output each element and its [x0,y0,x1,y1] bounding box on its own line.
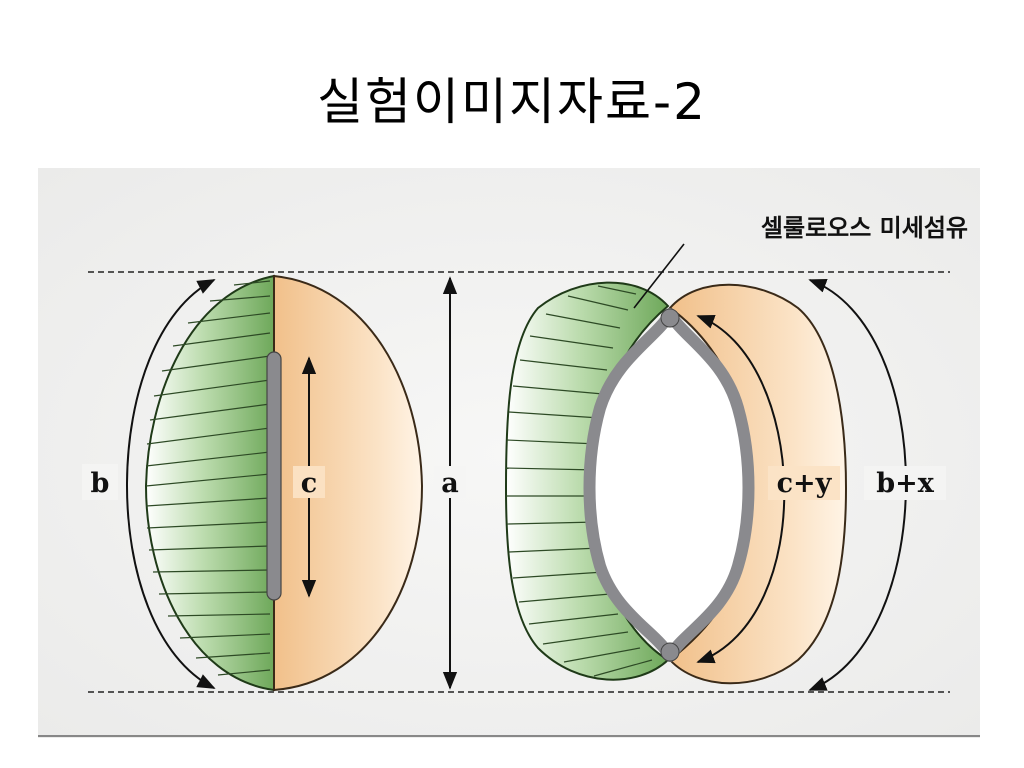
open-pore-bottom-node [660,642,680,662]
open-pore-label: c+y [777,468,833,499]
closed-arc-label: b [91,468,110,499]
slide-title: 실험이미지자료-2 [317,73,707,131]
open-microfibrils [505,285,653,677]
callout-leader-line [633,243,685,309]
closed-arc-arrow [126,279,216,689]
stomata-diagram: b c a [38,168,980,738]
closed-pore-label: c [301,468,317,499]
open-pore-top-node [660,308,680,328]
height-label: a [441,468,459,499]
closed-pore-wall [266,351,282,601]
open-arc-label: b+x [876,468,935,499]
callout-label: 셀룰로오스 미세섬유 [761,214,968,242]
